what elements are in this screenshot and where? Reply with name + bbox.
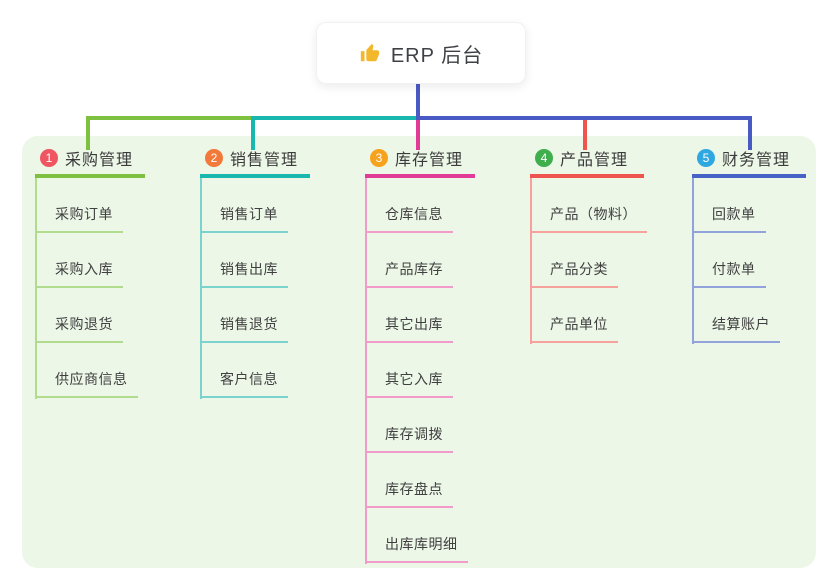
child-label: 产品（物料） xyxy=(530,204,647,233)
branch-node[interactable]: 2 销售管理 xyxy=(200,148,310,178)
branch-3: 3 库存管理 仓库信息产品库存其它出库其它入库库存调拨库存盘点出库库明细 xyxy=(365,148,475,564)
child-label: 其它入库 xyxy=(365,369,453,398)
child-label: 采购订单 xyxy=(35,204,123,233)
connector-line xyxy=(416,82,420,120)
child-node[interactable]: 供应商信息 xyxy=(35,343,145,398)
child-label: 销售退货 xyxy=(200,314,288,343)
branch-label: 财务管理 xyxy=(722,152,791,169)
connector-line xyxy=(416,120,420,150)
thumbs-up-icon xyxy=(359,42,381,64)
child-node[interactable]: 库存盘点 xyxy=(365,453,475,508)
tree-connector-line xyxy=(365,178,367,564)
child-label: 回款单 xyxy=(692,204,766,233)
branch-label: 库存管理 xyxy=(395,152,464,169)
child-node[interactable]: 产品分类 xyxy=(530,233,647,288)
branch-label: 采购管理 xyxy=(65,152,134,169)
child-node[interactable]: 销售退货 xyxy=(200,288,310,343)
branch-number-badge: 3 xyxy=(370,149,388,167)
branch-5: 5 财务管理 回款单付款单结算账户 xyxy=(692,148,806,344)
branch-2: 2 销售管理 销售订单销售出库销售退货客户信息 xyxy=(200,148,310,399)
tree-connector-line xyxy=(35,178,37,399)
child-label: 供应商信息 xyxy=(35,369,138,398)
child-label: 销售出库 xyxy=(200,259,288,288)
child-node[interactable]: 库存调拨 xyxy=(365,398,475,453)
child-label: 出库库明细 xyxy=(365,534,468,563)
child-node[interactable]: 付款单 xyxy=(692,233,806,288)
root-label: ERP 后台 xyxy=(390,44,484,67)
child-node[interactable]: 销售订单 xyxy=(200,178,310,233)
connector-line xyxy=(416,116,752,120)
connector-line xyxy=(86,120,90,150)
branch-node[interactable]: 5 财务管理 xyxy=(692,148,806,178)
branch-4: 4 产品管理 产品（物料） 产品分类产品单位 xyxy=(530,148,647,344)
child-node[interactable]: 客户信息 xyxy=(200,343,310,398)
child-label: 客户信息 xyxy=(200,369,288,398)
branch-children: 仓库信息产品库存其它出库其它入库库存调拨库存盘点出库库明细 xyxy=(365,178,475,564)
child-label: 产品分类 xyxy=(530,259,618,288)
child-label: 库存盘点 xyxy=(365,479,453,508)
branch-1: 1 采购管理 采购订单采购入库采购退货供应商信息 xyxy=(35,148,145,399)
branch-number-badge: 2 xyxy=(205,149,223,167)
child-node[interactable]: 其它入库 xyxy=(365,343,475,398)
child-node[interactable]: 仓库信息 xyxy=(365,178,475,233)
child-node[interactable]: 结算账户 xyxy=(692,288,806,343)
branch-node[interactable]: 1 采购管理 xyxy=(35,148,145,178)
branch-children: 产品（物料） 产品分类产品单位 xyxy=(530,178,647,344)
child-label: 仓库信息 xyxy=(365,204,453,233)
child-label: 采购入库 xyxy=(35,259,123,288)
tree-connector-line xyxy=(530,178,532,344)
child-node[interactable]: 采购入库 xyxy=(35,233,145,288)
child-node[interactable]: 产品（物料） xyxy=(530,178,647,233)
child-node[interactable]: 其它出库 xyxy=(365,288,475,343)
connector-line xyxy=(251,116,420,120)
branch-children: 回款单付款单结算账户 xyxy=(692,178,806,344)
child-node[interactable]: 采购退货 xyxy=(35,288,145,343)
connector-line xyxy=(748,120,752,150)
child-label: 库存调拨 xyxy=(365,424,453,453)
child-label: 付款单 xyxy=(692,259,766,288)
root-node[interactable]: ERP 后台 xyxy=(316,22,526,84)
child-node[interactable]: 回款单 xyxy=(692,178,806,233)
child-label: 销售订单 xyxy=(200,204,288,233)
tree-connector-line xyxy=(200,178,202,399)
child-node[interactable]: 销售出库 xyxy=(200,233,310,288)
child-node[interactable]: 采购订单 xyxy=(35,178,145,233)
branch-children: 采购订单采购入库采购退货供应商信息 xyxy=(35,178,145,399)
branch-children: 销售订单销售出库销售退货客户信息 xyxy=(200,178,310,399)
branch-label: 销售管理 xyxy=(230,152,299,169)
child-label: 产品库存 xyxy=(365,259,453,288)
mindmap-panel xyxy=(22,136,816,568)
branch-node[interactable]: 3 库存管理 xyxy=(365,148,475,178)
connector-line xyxy=(86,116,255,120)
connector-line xyxy=(583,120,587,150)
connector-line xyxy=(251,120,255,150)
child-label: 其它出库 xyxy=(365,314,453,343)
child-node[interactable]: 产品库存 xyxy=(365,233,475,288)
branch-label: 产品管理 xyxy=(560,152,629,169)
child-label: 结算账户 xyxy=(692,314,780,343)
child-node[interactable]: 出库库明细 xyxy=(365,508,475,563)
branch-number-badge: 5 xyxy=(697,149,715,167)
branch-node[interactable]: 4 产品管理 xyxy=(530,148,644,178)
tree-connector-line xyxy=(692,178,694,344)
branch-number-badge: 4 xyxy=(535,149,553,167)
child-label: 产品单位 xyxy=(530,314,618,343)
child-label: 采购退货 xyxy=(35,314,123,343)
child-node[interactable]: 产品单位 xyxy=(530,288,647,343)
branch-number-badge: 1 xyxy=(40,149,58,167)
